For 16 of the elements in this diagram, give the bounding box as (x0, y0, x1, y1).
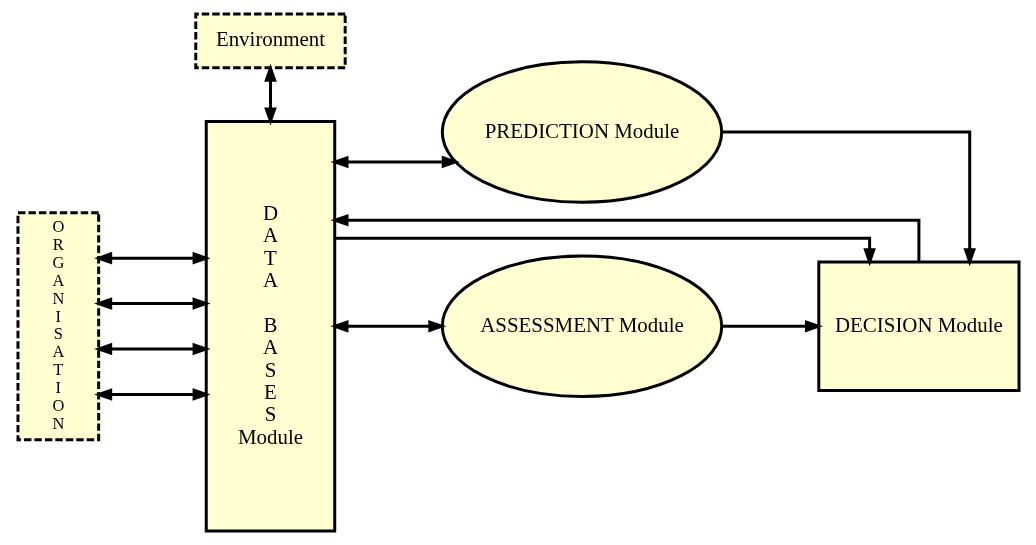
node-box: ORGANISATION (16, 211, 100, 442)
arrow (721, 320, 823, 333)
arrow (330, 155, 460, 169)
node-box: Environment (193, 12, 347, 70)
node-box: DATA BASES Module (204, 120, 336, 533)
arrow (330, 320, 446, 333)
node-ellipse: ASSESSMENT Module (440, 254, 723, 398)
node-box: DECISION Module (816, 260, 1020, 393)
arrow (330, 213, 920, 262)
arrow (721, 130, 976, 267)
arrow (263, 63, 277, 126)
arrow (93, 251, 211, 265)
arrow (93, 342, 211, 356)
arrow (93, 388, 211, 401)
arrow (93, 297, 211, 310)
arrow (334, 236, 876, 267)
